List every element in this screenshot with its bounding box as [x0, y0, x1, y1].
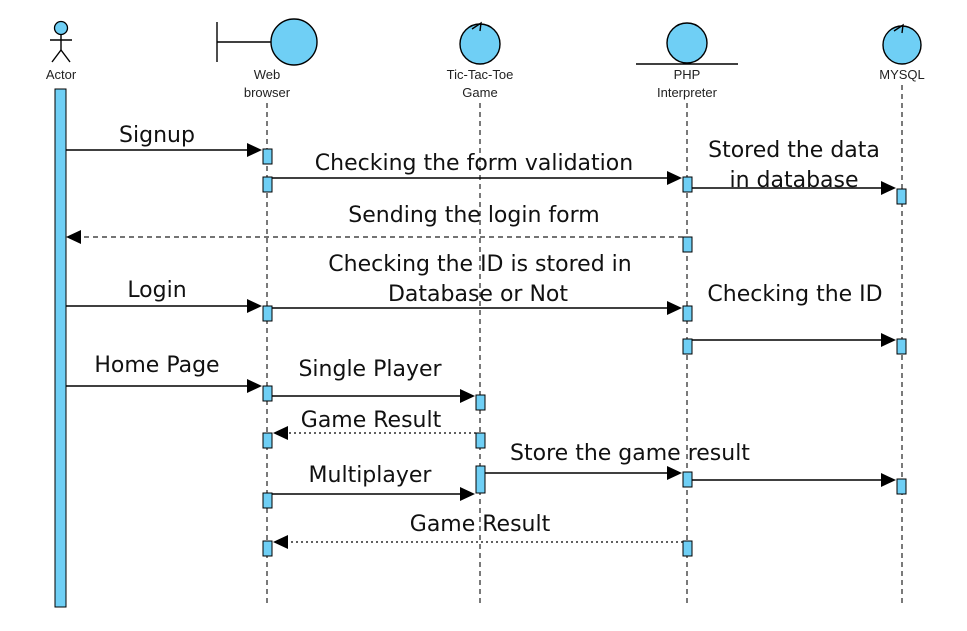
message-check-id-stored: Checking the ID is stored in Database or… — [272, 252, 682, 315]
actor-figure-icon — [50, 20, 72, 63]
message-game-result-return-1: Game Result — [273, 408, 476, 440]
activation-box — [262, 148, 273, 165]
activation-box — [682, 236, 693, 253]
message-label: Single Player — [298, 357, 442, 382]
message-label: Game Result — [410, 512, 551, 537]
web-browser-label-line2: browser — [244, 85, 291, 100]
message-label: Checking the form validation — [315, 151, 633, 176]
message-store-game-result: Store the game result — [485, 441, 896, 487]
message-label-line2: Database or Not — [388, 282, 568, 307]
activation-box — [262, 492, 273, 509]
message-label: Multiplayer — [309, 463, 433, 488]
boundary-icon — [216, 18, 318, 66]
mysql-label: MYSQL — [879, 67, 925, 82]
activation-box — [262, 305, 273, 322]
actor-lifeline-bar — [54, 88, 67, 608]
activation-box — [682, 471, 693, 488]
activation-box — [896, 338, 907, 355]
message-label-line1: Stored the data — [708, 138, 880, 163]
message-multiplayer: Multiplayer — [272, 463, 475, 501]
php-label-line2: Interpreter — [657, 85, 718, 100]
activation-box — [262, 432, 273, 449]
game-label-line2: Game — [462, 85, 497, 100]
message-login: Login — [66, 278, 262, 313]
activation-box — [896, 188, 907, 205]
message-label: Signup — [119, 123, 195, 148]
message-label: Store the game result — [510, 441, 750, 466]
message-label: Sending the login form — [348, 203, 599, 228]
php-label-line1: PHP — [674, 67, 701, 82]
message-game-result-return-2: Game Result — [273, 512, 683, 549]
activation-box — [896, 478, 907, 495]
activation-box — [475, 432, 486, 449]
message-checking-id: Checking the ID — [692, 282, 896, 347]
activation-box — [475, 465, 486, 494]
message-label: Game Result — [301, 408, 442, 433]
message-login-form-return: Sending the login form — [66, 203, 683, 244]
message-signup: Signup — [66, 123, 262, 157]
activation-box — [262, 176, 273, 193]
message-single-player: Single Player — [272, 357, 475, 403]
game-label-line1: Tic-Tac-Toe — [447, 67, 514, 82]
message-label: Checking the ID — [707, 282, 882, 307]
message-label-line1: Checking the ID is stored in — [328, 252, 631, 277]
control-icon — [459, 21, 501, 65]
message-label: Home Page — [94, 353, 219, 378]
message-home-page: Home Page — [66, 353, 262, 393]
database-control-icon — [882, 23, 922, 65]
message-label-line2: in database — [729, 168, 858, 193]
activation-box — [682, 176, 693, 193]
activation-box — [682, 338, 693, 355]
actor-label: Actor — [46, 67, 77, 82]
entity-icon — [636, 22, 738, 65]
activation-box — [475, 394, 486, 411]
activation-box — [682, 305, 693, 322]
message-stored-data: Stored the data in database — [692, 138, 896, 195]
message-form-validation: Checking the form validation — [272, 151, 682, 185]
message-label: Login — [127, 278, 186, 303]
web-browser-label-line1: Web — [254, 67, 281, 82]
activation-box — [682, 540, 693, 557]
activation-box — [262, 385, 273, 402]
activation-box — [262, 540, 273, 557]
